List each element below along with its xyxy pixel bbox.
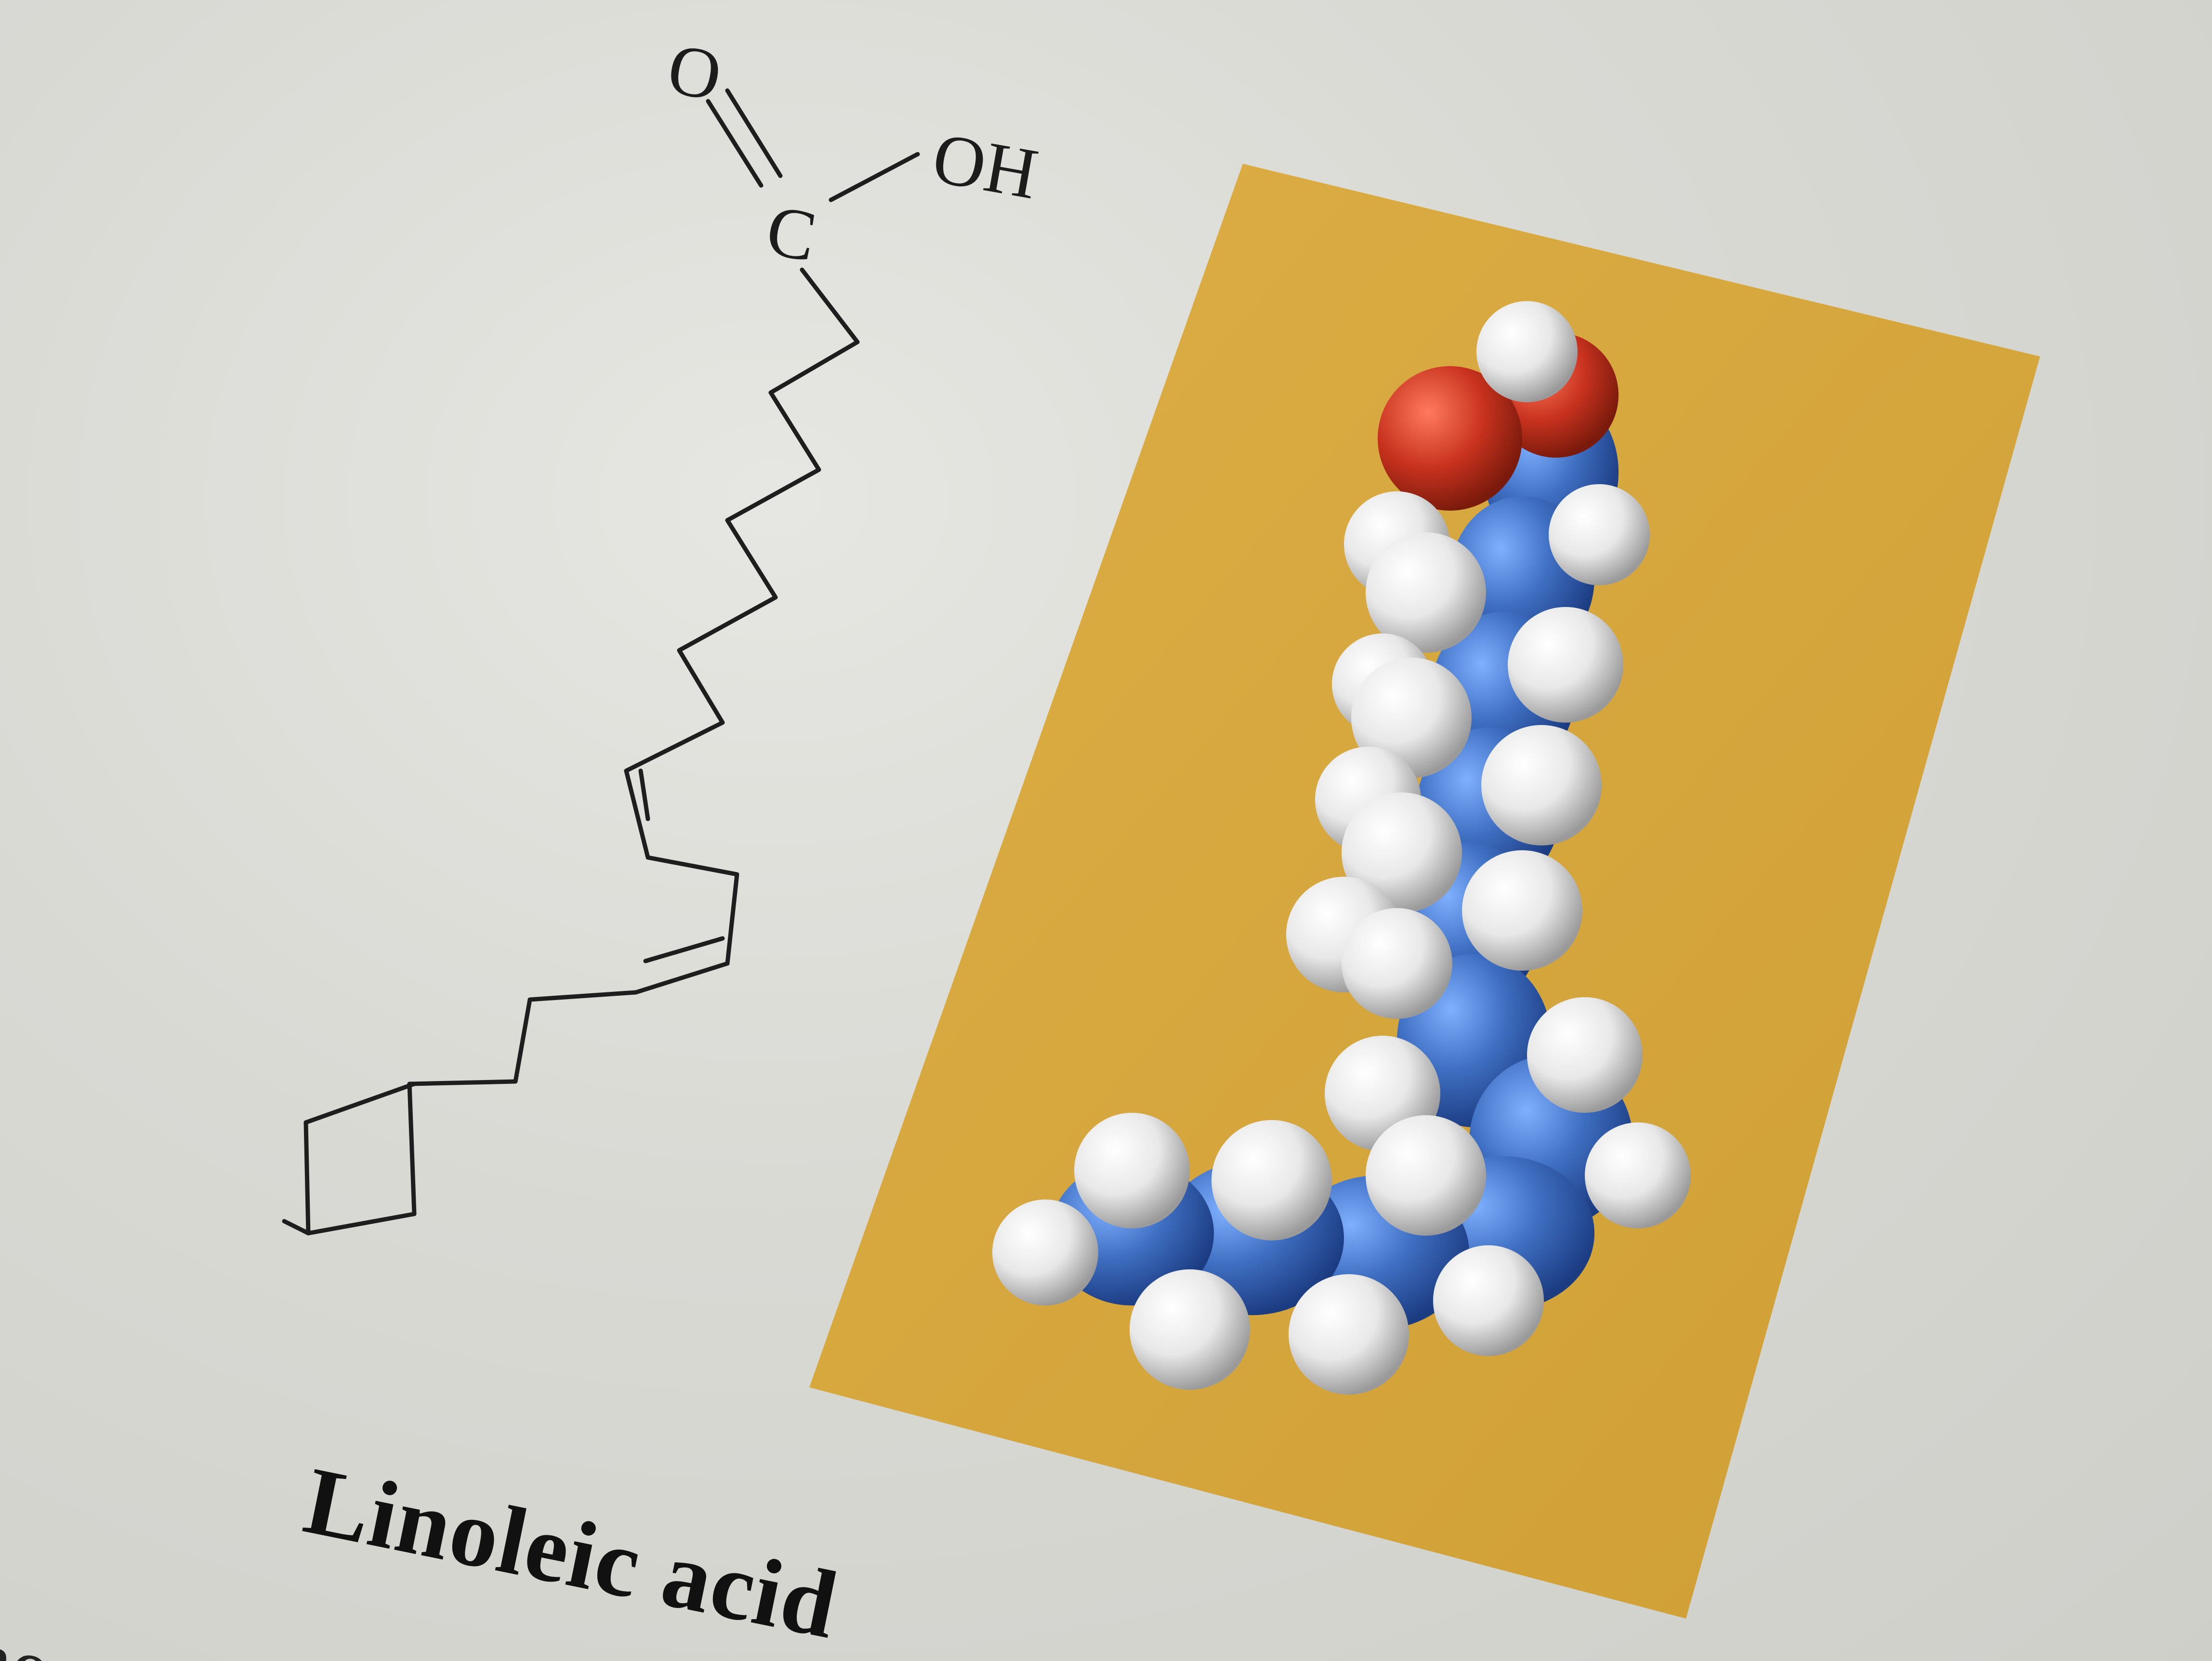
carbonyl-double-bond-2 [725,88,783,178]
hydrogen-atoms [992,301,1691,1395]
oxygen-atom [1378,366,1522,511]
carbon-chain-tail [303,1081,417,1236]
hydroxyl-bond [829,152,920,202]
alkene-double-bond-1 [638,768,650,821]
molecule-model [992,301,1691,1395]
carbonyl-double-bond-1 [706,99,764,188]
carbon-chain [282,267,860,1236]
hydroxyl-label: OH [927,118,1043,214]
alkene-double-bond-2 [643,936,725,963]
